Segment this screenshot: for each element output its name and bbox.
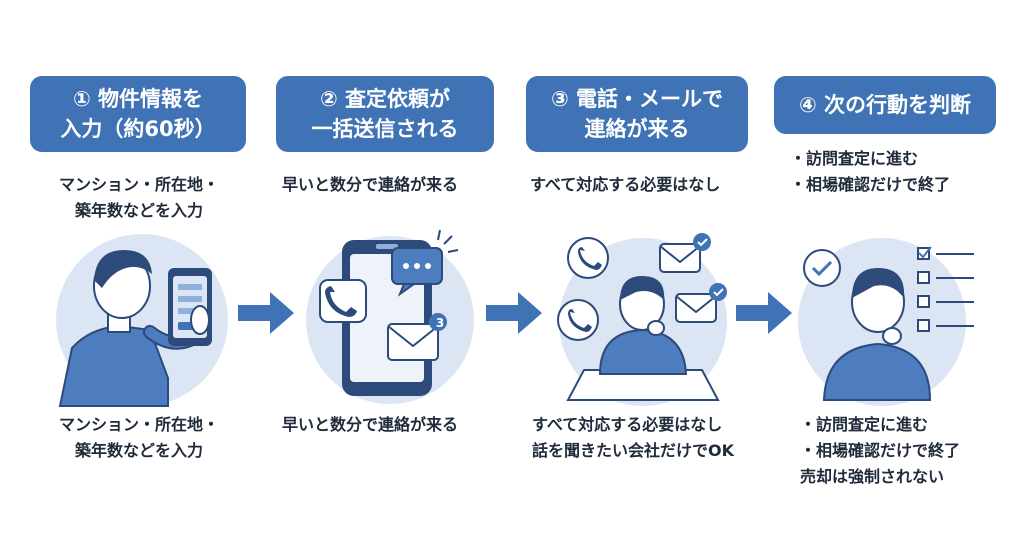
step-2-title-line-2: 一括送信される	[311, 117, 459, 141]
step-2-bottom-line-1: 早いと数分で連絡が来る	[282, 415, 459, 434]
step-3-title-line-1: ③ 電話・メールで	[550, 87, 724, 111]
notification-count-badge: 3	[435, 316, 445, 330]
thinking-person-icon	[557, 233, 727, 406]
step-3-illustration	[548, 228, 738, 408]
step-3-title: ③ 電話・メールで 連絡が来る	[526, 76, 748, 152]
step-1-bottom-line-1: マンション・所在地・	[58, 415, 219, 434]
step-1-bottom-description: マンション・所在地・ 築年数などを入力	[34, 412, 244, 464]
person-with-phone-icon	[56, 234, 228, 407]
step-4-top-description: ・訪問査定に進む ・相場確認だけで終了	[790, 146, 950, 198]
step-3-top-description: すべて対応する必要はなし	[530, 172, 720, 198]
step-4-illustration	[796, 228, 996, 408]
step-4-bottom-line-1: ・訪問査定に進む	[800, 415, 929, 434]
smartphone-icon	[306, 229, 474, 404]
step-1-top-description: マンション・所在地・ 築年数などを入力	[34, 172, 244, 224]
step-1-illustration	[50, 228, 240, 408]
step-4-top-line-2: ・相場確認だけで終了	[790, 175, 951, 194]
step-3-bottom-line-1: すべて対応する必要はなし	[532, 415, 723, 434]
step-3-bottom-description: すべて対応する必要はなし 話を聞きたい会社だけでOK	[532, 412, 734, 464]
checklist-icon	[917, 246, 974, 332]
step-4-top-line-1: ・訪問査定に進む	[790, 149, 919, 168]
arrow-1-to-2	[236, 288, 296, 338]
mail-icon	[387, 313, 447, 361]
step-3-title-line-2: 連絡が来る	[584, 117, 690, 141]
arrow-3-to-4	[734, 288, 794, 338]
step-1-top-line-2: 築年数などを入力	[74, 201, 203, 220]
step-2-title: ② 査定依頼が 一括送信される	[276, 76, 494, 152]
checkmark-icon	[803, 249, 841, 287]
step-4-bottom-line-2: ・相場確認だけで終了	[800, 441, 961, 460]
step-1-title-line-1: ① 物件情報を	[72, 87, 204, 111]
step-2-title-line-1: ② 査定依頼が	[319, 87, 451, 111]
phone-call-icon	[319, 279, 367, 323]
step-1-title-line-2: 入力（約60秒）	[60, 117, 216, 141]
step-1-top-line-1: マンション・所在地・	[58, 175, 219, 194]
step-4-title-line-1: ④ 次の行動を判断	[798, 93, 972, 117]
step-2-top-description: 早いと数分で連絡が来る	[282, 172, 458, 198]
chat-bubble-icon	[391, 229, 459, 297]
step-4-bottom-description: ・訪問査定に進む ・相場確認だけで終了 売却は強制されない	[800, 412, 960, 490]
step-2-top-line-1: 早いと数分で連絡が来る	[282, 175, 459, 194]
step-1-title: ① 物件情報を 入力（約60秒）	[30, 76, 246, 152]
step-4-title: ④ 次の行動を判断	[774, 76, 996, 134]
step-2-bottom-description: 早いと数分で連絡が来る	[282, 412, 458, 438]
right-arrow-icon	[486, 292, 542, 334]
arrow-2-to-3	[484, 288, 544, 338]
right-arrow-icon	[736, 292, 792, 334]
mail-check-icon	[659, 233, 727, 323]
step-3-bottom-line-2: 話を聞きたい会社だけでOK	[532, 441, 735, 460]
right-arrow-icon	[238, 292, 294, 334]
phone-call-icon	[557, 237, 609, 341]
step-3-top-line-1: すべて対応する必要はなし	[530, 175, 721, 194]
step-4-bottom-line-3: 売却は強制されない	[800, 467, 945, 486]
step-2-illustration: 3	[300, 228, 480, 408]
deciding-person-icon	[798, 238, 974, 406]
step-1-bottom-line-2: 築年数などを入力	[74, 441, 203, 460]
